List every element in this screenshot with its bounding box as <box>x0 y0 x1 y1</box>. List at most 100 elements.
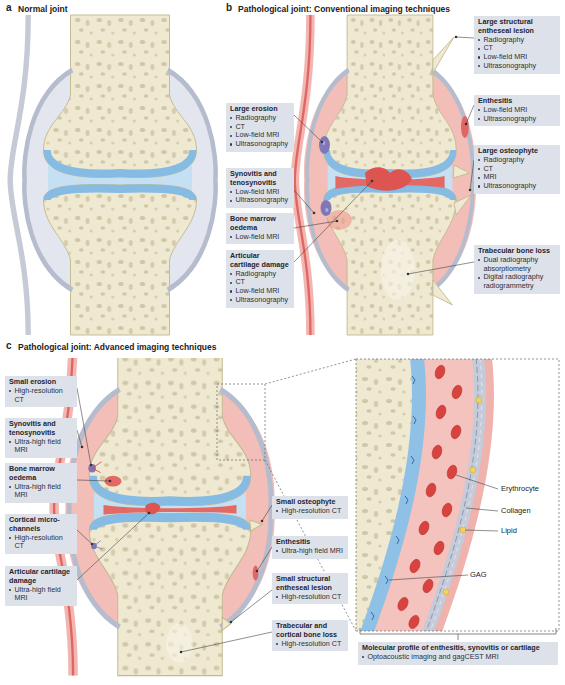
synovium-layer <box>374 359 559 631</box>
leader-line <box>456 475 498 489</box>
imaging-modality: CT <box>483 165 493 174</box>
imaging-modality: High-resolution CT <box>281 593 341 602</box>
erythrocyte <box>433 364 446 380</box>
bullet-dot <box>478 56 480 58</box>
small-osteophyte <box>250 520 262 531</box>
modality-row: Ultrasonography <box>230 196 291 205</box>
leader-dot <box>91 543 94 546</box>
imaging-modality: Ultrasonography <box>483 115 536 124</box>
zoom-line <box>265 460 356 631</box>
modality-row: MRI <box>478 173 557 182</box>
bone-tissue <box>356 359 559 631</box>
callout-box: Articular cartilage damageRadiographyCTL… <box>226 250 294 308</box>
capsule-layer <box>422 359 559 631</box>
leader-line <box>262 505 272 521</box>
leader-dot <box>90 464 93 467</box>
finding-row: Trabecular and cortical bone loss <box>276 622 345 640</box>
modality-row: Low-field MRI <box>230 188 291 197</box>
gag-molecule <box>412 376 415 384</box>
leader-line <box>294 190 314 213</box>
imaging-modality: Low-field MRI <box>483 53 527 62</box>
modality-row: Radiography <box>230 114 291 123</box>
bullet-dot <box>230 200 232 202</box>
panel-letter: b <box>226 2 232 13</box>
modality-row: Dual radiography absorptiometry <box>478 256 557 274</box>
finding-row: Bone marrow oedema <box>9 465 74 483</box>
erythrocyte <box>450 384 463 400</box>
bullet-dot <box>230 282 232 284</box>
imaging-modality: Low-field MRI <box>235 287 279 296</box>
structure-label: Collagen <box>501 506 531 515</box>
leader-dot <box>321 141 324 144</box>
callout-box: EnthesitisUltra-high field MRI <box>272 536 348 559</box>
callout-box: Small erosionHigh-resolution CT <box>5 376 77 407</box>
cartilage-damage <box>365 167 412 190</box>
bullet-dot <box>230 135 232 137</box>
callout-box: Bone marrow oedemaLow-field MRI <box>226 213 294 244</box>
bullet-dot <box>9 390 11 392</box>
erythrocyte <box>425 482 438 498</box>
bullet-dot <box>478 39 480 41</box>
modality-row: Radiography <box>478 156 557 165</box>
callout-box: Large erosionRadiographyCTLow-field MRIU… <box>226 103 294 152</box>
joint-bones <box>24 15 215 335</box>
callout-box: Small osteophyteHigh-resolution CT <box>272 496 348 519</box>
bullet-dot <box>478 259 480 261</box>
imaging-modality: Ultra-high field MRI <box>14 483 74 501</box>
erythrocyte <box>421 578 435 594</box>
leader-line <box>294 181 372 262</box>
imaging-modality: High-resolution CT <box>14 387 74 405</box>
modality-row: Ultrasonography <box>230 140 291 149</box>
small-entheseal-lesion <box>222 617 231 630</box>
bullet-dot <box>478 277 480 279</box>
finding-row: Large osteophyte <box>478 147 557 156</box>
gag-molecule <box>411 456 414 464</box>
bullet-dot <box>478 185 480 187</box>
modality-row: Low-field MRI <box>230 233 291 242</box>
imaging-modality: Low-field MRI <box>483 106 527 115</box>
gag-molecule <box>413 416 416 424</box>
modality-row: High-resolution CT <box>9 387 74 405</box>
lipids <box>443 397 482 595</box>
leader-dot <box>148 512 151 515</box>
erythrocytes <box>396 364 464 630</box>
modality-row: Low-field MRI <box>230 287 291 296</box>
inset-frame <box>356 359 559 631</box>
imaging-modality: Low-field MRI <box>235 188 279 197</box>
finding-heading: Enthesitis <box>276 537 310 546</box>
structure-label: Erythrocyte <box>501 484 539 493</box>
callout-box: Trabecular bone lossDual radiography abs… <box>474 245 560 294</box>
finding-heading: Bone marrow oedema <box>230 214 276 232</box>
finding-heading: Small osteophyte <box>276 497 336 506</box>
callout-box: Articular cartilage damageUltra-high fie… <box>5 566 77 606</box>
leader-line <box>181 632 272 652</box>
bullet-dot <box>230 236 232 238</box>
imaging-modality: Low-field MRI <box>235 233 279 242</box>
bullet-dot <box>276 596 278 598</box>
leader-line <box>77 388 91 465</box>
bullet-dot <box>230 290 232 292</box>
imaging-modality: Ultra-high field MRI <box>14 438 74 456</box>
leader-line <box>456 37 474 38</box>
pathological-joint <box>54 358 275 676</box>
structure-label: Lipid <box>501 526 517 535</box>
imaging-modality: Radiography <box>235 114 276 123</box>
bullet-dot <box>478 118 480 120</box>
leader-dot <box>313 212 316 215</box>
modality-row: High-resolution CT <box>276 507 345 516</box>
finding-row: Articular cartilage damage <box>230 252 291 270</box>
bullet-dot <box>276 643 278 645</box>
leader-line <box>77 513 149 580</box>
lipid-droplet <box>470 467 476 473</box>
modality-row: Optoacoustic imaging and gagCEST MRI <box>362 653 555 662</box>
leader-dot <box>465 123 468 126</box>
trabecular-bone-loss <box>381 240 415 300</box>
imaging-modality: High-resolution CT <box>281 507 341 516</box>
erythrocyte <box>441 502 454 518</box>
finding-row: Small structural entheseal lesion <box>276 575 345 593</box>
finding-row: Large erosion <box>230 105 291 114</box>
bullet-dot <box>276 510 278 512</box>
inflamed-joint-space <box>104 505 237 515</box>
callout-box: Synovitis and tenosynovitisUltra-high fi… <box>5 418 77 458</box>
joint-bones <box>307 15 473 335</box>
